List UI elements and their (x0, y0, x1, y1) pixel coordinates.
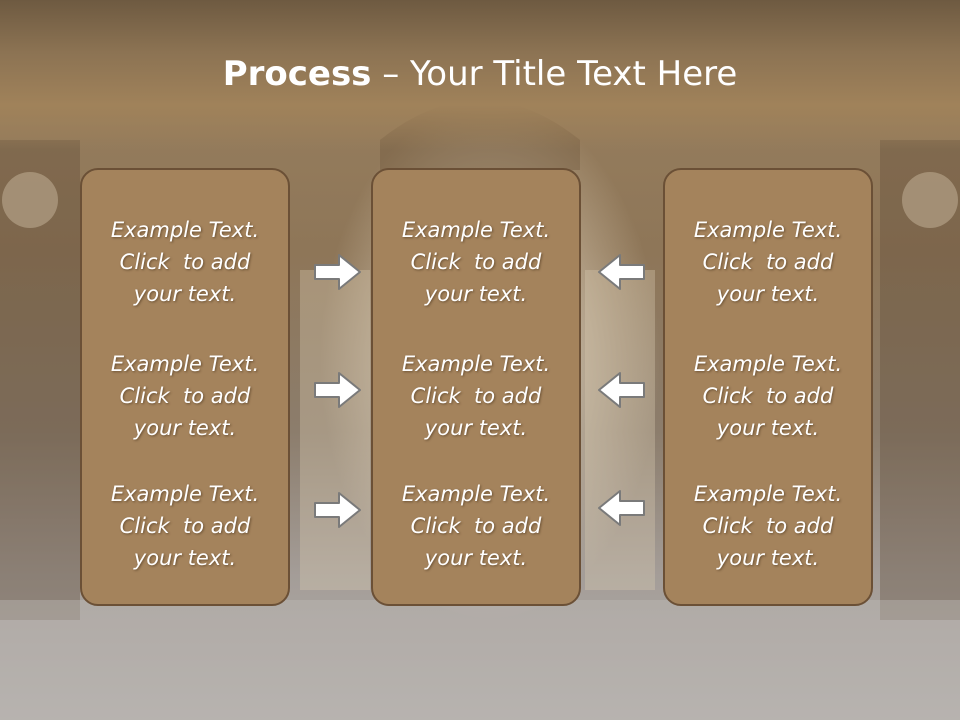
text-line: Example Text. (693, 352, 843, 376)
text-block[interactable]: Example Text. Click to add your text. (373, 214, 579, 310)
text-line: your text. (133, 416, 237, 440)
text-line: Example Text. (110, 352, 260, 376)
arrow-right-icon (314, 372, 361, 408)
text-line: Click to add (119, 514, 251, 538)
text-line: Click to add (410, 514, 542, 538)
arrow-right-icon (314, 492, 361, 528)
text-line: Example Text. (693, 482, 843, 506)
text-block[interactable]: Example Text. Click to add your text. (373, 478, 579, 574)
text-line: your text. (424, 546, 528, 570)
text-block[interactable]: Example Text. Click to add your text. (82, 214, 288, 310)
panel-right[interactable]: Example Text. Click to add your text. Ex… (663, 168, 873, 606)
text-line: your text. (133, 282, 237, 306)
text-line: your text. (133, 546, 237, 570)
text-line: Click to add (702, 384, 834, 408)
text-block[interactable]: Example Text. Click to add your text. (665, 214, 871, 310)
text-line: your text. (424, 416, 528, 440)
title-rest: – Your Title Text Here (371, 54, 738, 94)
text-line: Click to add (119, 384, 251, 408)
text-line: Example Text. (693, 218, 843, 242)
text-block[interactable]: Example Text. Click to add your text. (82, 478, 288, 574)
text-line: Click to add (702, 250, 834, 274)
title-bold: Process (222, 54, 372, 94)
slide-title[interactable]: Process – Your Title Text Here (0, 48, 960, 100)
panel-center[interactable]: Example Text. Click to add your text. Ex… (371, 168, 581, 606)
text-line: Example Text. (401, 352, 551, 376)
text-line: your text. (716, 546, 820, 570)
text-block[interactable]: Example Text. Click to add your text. (665, 348, 871, 444)
text-block[interactable]: Example Text. Click to add your text. (373, 348, 579, 444)
arrow-left-icon (598, 490, 645, 526)
text-line: Click to add (410, 384, 542, 408)
text-line: Click to add (410, 250, 542, 274)
text-line: your text. (716, 416, 820, 440)
text-block[interactable]: Example Text. Click to add your text. (665, 478, 871, 574)
title-bar (0, 0, 960, 150)
text-line: Click to add (702, 514, 834, 538)
text-block[interactable]: Example Text. Click to add your text. (82, 348, 288, 444)
text-line: Example Text. (110, 218, 260, 242)
text-line: Example Text. (401, 218, 551, 242)
text-line: your text. (424, 282, 528, 306)
text-line: Example Text. (110, 482, 260, 506)
text-line: Example Text. (401, 482, 551, 506)
arrow-left-icon (598, 372, 645, 408)
arrow-left-icon (598, 254, 645, 290)
panel-left[interactable]: Example Text. Click to add your text. Ex… (80, 168, 290, 606)
text-line: your text. (716, 282, 820, 306)
text-line: Click to add (119, 250, 251, 274)
arrow-right-icon (314, 254, 361, 290)
